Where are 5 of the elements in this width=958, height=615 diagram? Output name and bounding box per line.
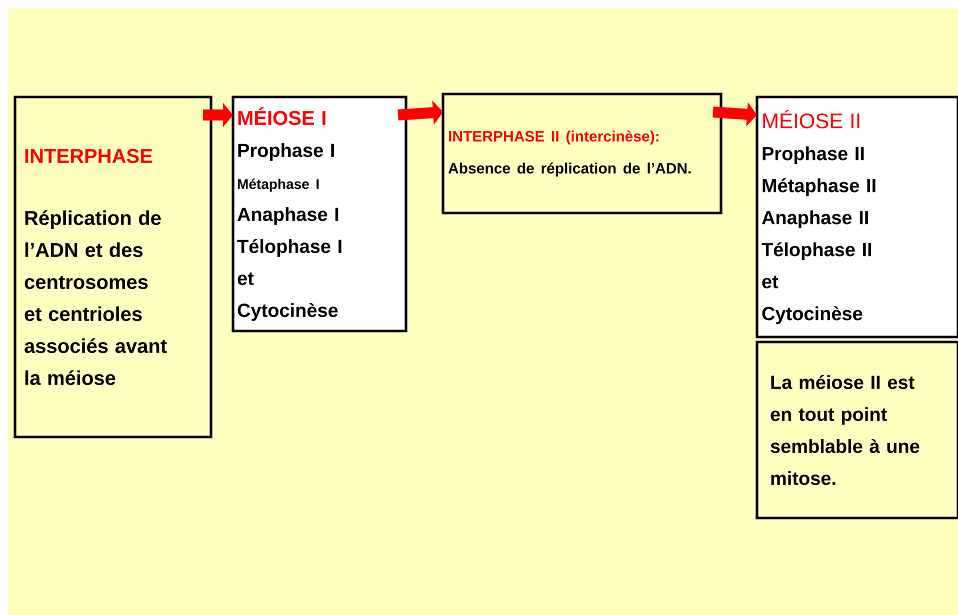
process-box: La méiose II est en tout point semblable à une mitose. <box>756 340 958 520</box>
process-box: MÉIOSE II Prophase II Métaphase II Anaphase II Télophase II et Cytocinèse <box>756 96 958 338</box>
process-box: MÉIOSE I Prophase I Métaphase I Anaphase I Télophase I et Cytocinèse <box>232 96 408 332</box>
process-box: INTERPHASE Réplication de l’ADN et des centrosomes et centrioles associés avant la méiose <box>14 96 212 438</box>
process-box: INTERPHASE II (intercinèse): Absence de réplication de l’ADN. <box>442 92 722 214</box>
